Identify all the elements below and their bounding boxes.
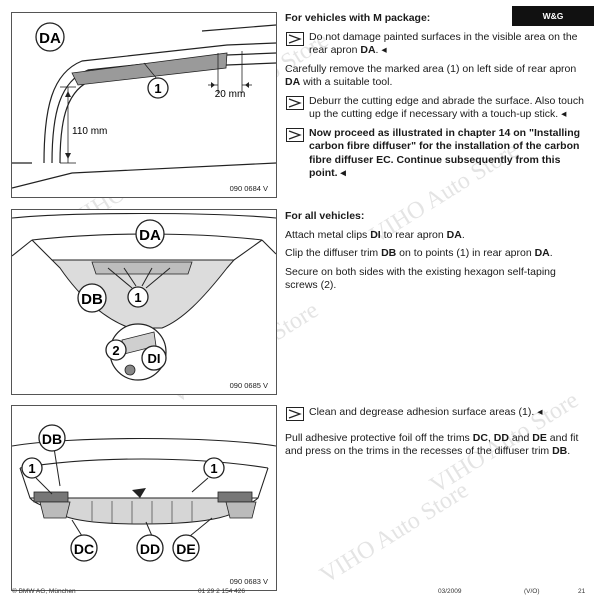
section-heading: For all vehicles: bbox=[285, 210, 365, 222]
footer-part-number: 01 29 2 154 426 bbox=[198, 588, 245, 595]
instructions-section-3: Clean and degrease adhesion surface area… bbox=[285, 406, 585, 464]
label-1: 1 bbox=[154, 81, 161, 96]
label-da: DA bbox=[139, 227, 161, 244]
instruction-paragraph: Clip the diffuser trim DB on to points (… bbox=[285, 247, 553, 259]
footer-copyright: © BMW AG, München bbox=[12, 588, 76, 595]
note-icon bbox=[286, 407, 304, 421]
label-da: DA bbox=[39, 30, 61, 47]
watermark: VIHO Auto Store bbox=[315, 477, 474, 589]
instruction-paragraph: Secure on both sides with the existing h… bbox=[285, 265, 556, 292]
label-2: 2 bbox=[112, 343, 119, 358]
label-db: DB bbox=[42, 431, 62, 447]
figure-number: 090 0683 V bbox=[229, 577, 268, 586]
footer-version: (V/O) bbox=[524, 588, 540, 595]
brand-logo: W&G bbox=[512, 6, 594, 26]
instructions-section-1: For vehicles with M package: Do not dama… bbox=[285, 12, 585, 186]
label-1: 1 bbox=[134, 290, 141, 305]
figure-3-drawing: DB 1 1 DC DD DE bbox=[12, 424, 276, 562]
figure-number: 090 0685 V bbox=[229, 381, 268, 390]
brand-name: W&G bbox=[542, 11, 564, 21]
figure-number: 090 0684 V bbox=[229, 184, 268, 193]
figure-1: DA 1 20 mm 110 mm 090 0684 V bbox=[11, 12, 277, 198]
label-dc: DC bbox=[74, 541, 94, 557]
instructions-section-2: For all vehicles: Attach metal clips DI … bbox=[285, 210, 585, 298]
note-icon bbox=[286, 127, 304, 142]
footer-page-number: 21 bbox=[578, 588, 586, 595]
label-1-right: 1 bbox=[210, 461, 217, 476]
instruction-paragraph: Pull adhesive protective foil off the tr… bbox=[285, 431, 579, 458]
note-paragraph: Do not damage painted surfaces in the vi… bbox=[285, 31, 585, 58]
instruction-paragraph: Carefully remove the marked area (1) on … bbox=[285, 62, 577, 89]
figure-3: DB 1 1 DC DD DE 090 0683 V bbox=[11, 405, 277, 591]
note-icon bbox=[286, 95, 304, 110]
instruction-paragraph: Attach metal clips DI to rear apron DA. bbox=[285, 228, 465, 241]
dimension-height: 110 mm bbox=[72, 126, 107, 137]
label-dd: DD bbox=[140, 541, 160, 557]
label-di: DI bbox=[148, 351, 161, 366]
label-1-left: 1 bbox=[28, 461, 35, 476]
label-de: DE bbox=[176, 541, 195, 557]
section-heading: For vehicles with M package: bbox=[285, 12, 431, 24]
footer-date: 03/2009 bbox=[438, 588, 462, 595]
note-paragraph: Deburr the cutting edge and abrade the s… bbox=[285, 95, 585, 122]
label-db: DB bbox=[81, 291, 103, 308]
note-paragraph: Clean and degrease adhesion surface area… bbox=[285, 406, 585, 421]
figure-1-drawing: DA 1 20 mm 110 mm bbox=[12, 22, 276, 189]
note-paragraph: Now proceed as illustrated in chapter 14… bbox=[285, 127, 585, 181]
dimension-width: 20 mm bbox=[215, 89, 246, 100]
note-icon bbox=[286, 31, 304, 46]
figure-2-drawing: DA 1 DB 2 DI bbox=[12, 212, 276, 381]
figure-2: DA 1 DB 2 DI 090 0685 V bbox=[11, 209, 277, 395]
